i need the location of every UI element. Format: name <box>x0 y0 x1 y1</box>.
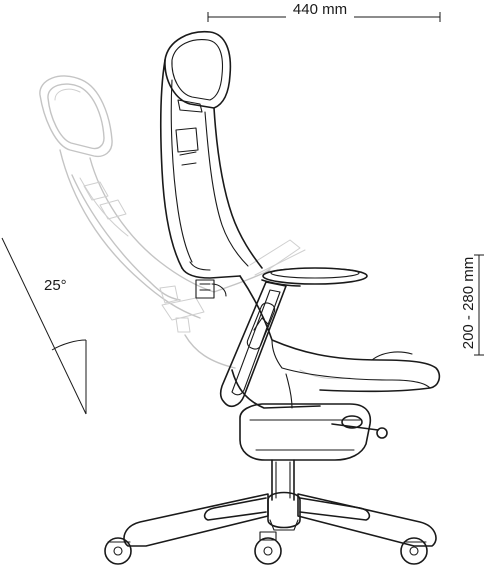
recline-angle-label: 25° <box>44 277 67 294</box>
recline-angle-dimension: 25° <box>1 237 87 415</box>
headrest <box>164 30 232 109</box>
armrest-height-dimension: 200 - 280 mm <box>460 246 484 358</box>
seat <box>231 275 441 409</box>
armrest <box>219 267 368 408</box>
seat-width-label: 440 mm <box>293 1 347 18</box>
seat-mechanism <box>239 403 388 461</box>
five-star-base <box>123 491 437 547</box>
seat-width-dimension: 440 mm <box>207 1 441 22</box>
casters <box>104 531 428 565</box>
armrest-height-label: 200 - 280 mm <box>460 257 477 350</box>
backrest <box>159 59 263 299</box>
reclined-backrest-ghost <box>39 75 351 380</box>
